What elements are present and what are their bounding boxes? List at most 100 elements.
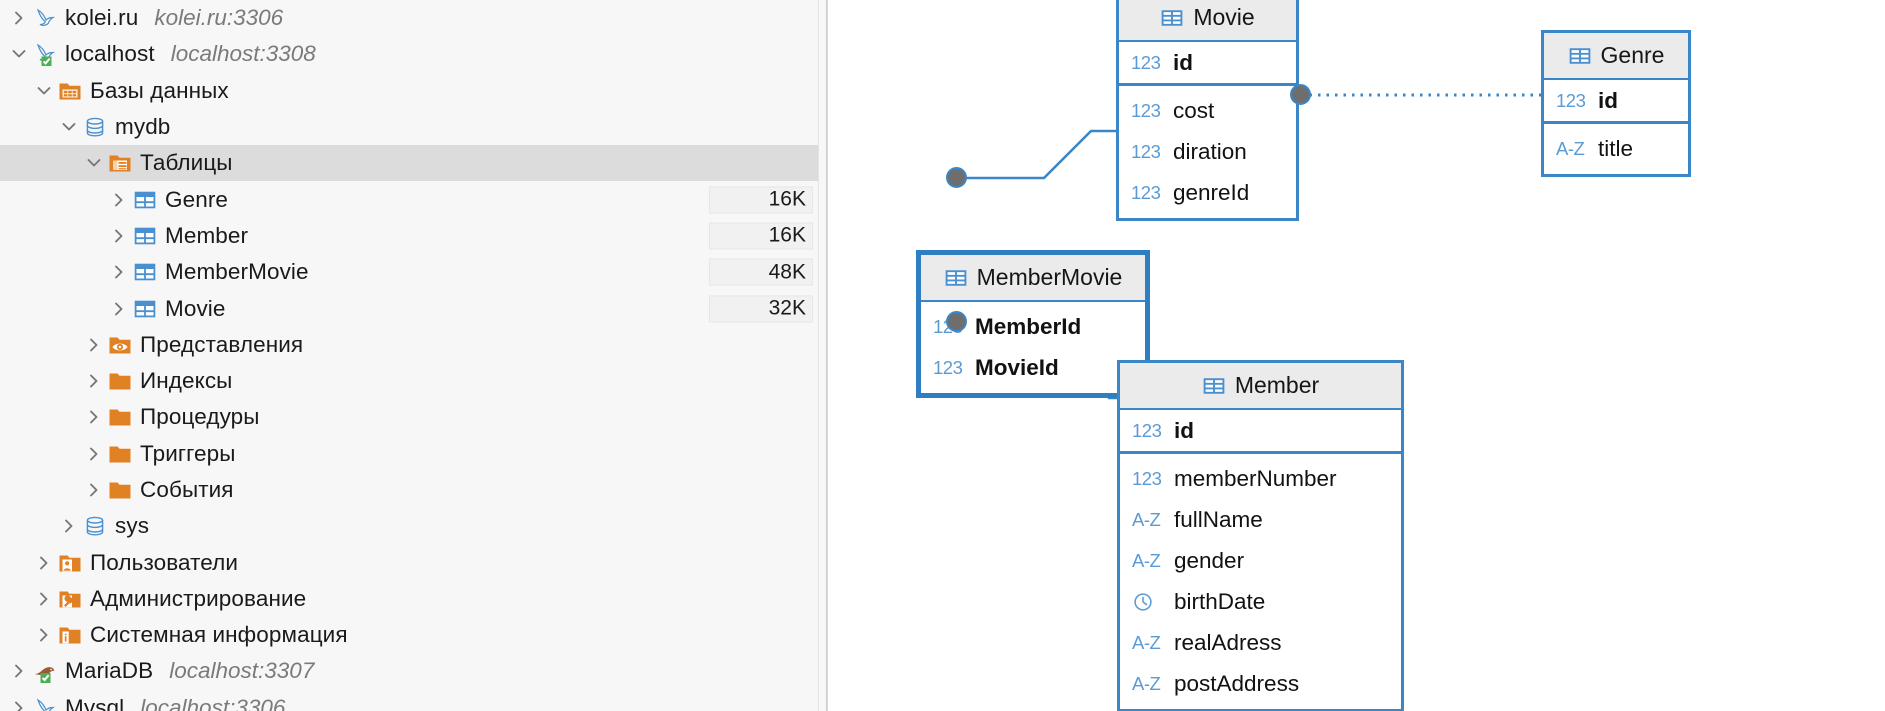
tree-item-host: localhost:3306 (140, 694, 286, 711)
er-table-header[interactable]: Movie (1119, 0, 1296, 42)
er-column-name: id (1598, 87, 1618, 113)
tree-item-администрирование[interactable]: Администрирование (0, 581, 827, 617)
er-column-name: title (1598, 135, 1634, 161)
tree-item-триггеры[interactable]: Триггеры (0, 436, 827, 472)
chevron-down-icon[interactable] (56, 109, 82, 145)
chevron-right-icon[interactable] (81, 363, 107, 399)
tree-item-label: Системная информация (90, 622, 348, 648)
text-type-icon: A-Z (1132, 672, 1161, 694)
tree-item-label: Представления (140, 331, 304, 357)
folder-icon (107, 441, 133, 467)
chevron-right-icon[interactable] (106, 254, 132, 290)
chevron-right-icon[interactable] (31, 617, 57, 653)
tree-item-представления[interactable]: Представления (0, 327, 827, 363)
relation-grip-membermovie-member[interactable] (946, 311, 967, 332)
folder-icon (107, 477, 133, 503)
text-type-icon: A-Z (1132, 549, 1161, 571)
er-column-name: birthDate (1174, 588, 1266, 614)
tree-item-label: mydb (115, 114, 171, 140)
folder-icon (107, 368, 133, 394)
chevron-right-icon[interactable] (81, 436, 107, 472)
er-column-name: realAdress (1174, 629, 1282, 655)
tree-item-события[interactable]: События (0, 472, 827, 508)
er-column-name: id (1174, 417, 1194, 443)
chevron-down-icon[interactable] (31, 73, 57, 109)
chevron-right-icon[interactable] (31, 581, 57, 617)
dolphin-ok-icon (32, 41, 58, 67)
tree-item-label: Базы данных (90, 77, 229, 103)
er-table-title: MemberMovie (976, 264, 1123, 290)
relation-grip-movie-genre[interactable] (1290, 84, 1311, 105)
chevron-right-icon[interactable] (81, 472, 107, 508)
chevron-right-icon[interactable] (6, 653, 32, 689)
tree-item-пользователи[interactable]: Пользователи (0, 544, 827, 580)
er-column[interactable]: A-Z fullName (1120, 499, 1401, 540)
chevron-right-icon[interactable] (6, 690, 32, 711)
er-table-header[interactable]: Genre (1544, 33, 1688, 80)
tree-item-таблицы[interactable]: Таблицы (0, 145, 827, 182)
text-type-icon: A-Z (1132, 508, 1161, 530)
chevron-right-icon[interactable] (106, 182, 132, 218)
clock-icon (1132, 591, 1165, 613)
er-column-name: fullName (1174, 506, 1263, 532)
er-column-name: postAddress (1174, 670, 1300, 696)
er-column[interactable]: A-Z title (1544, 128, 1688, 169)
tree-item-sys[interactable]: sys (0, 508, 827, 544)
dolphin-icon (32, 695, 58, 711)
table-size-badge: 32K (709, 295, 813, 323)
tree-item-mydb[interactable]: mydb (0, 109, 827, 145)
chevron-down-icon[interactable] (81, 145, 107, 181)
er-column[interactable]: A-Z postAddress (1120, 663, 1401, 704)
er-table-header[interactable]: MemberMovie (921, 255, 1145, 302)
er-table-header[interactable]: Member (1120, 363, 1401, 410)
folder-icon (107, 404, 133, 430)
chevron-right-icon[interactable] (106, 218, 132, 254)
chevron-right-icon[interactable] (56, 508, 82, 544)
views-folder-icon (107, 332, 133, 358)
text-type-icon: A-Z (1556, 137, 1585, 159)
chevron-right-icon[interactable] (31, 545, 57, 581)
er-column[interactable]: 123 id (1544, 80, 1688, 121)
table-icon (132, 187, 158, 213)
chevron-right-icon[interactable] (81, 399, 107, 435)
tree-item-базы-данных[interactable]: Базы данных (0, 73, 827, 109)
chevron-down-icon[interactable] (6, 36, 32, 72)
numeric-type-icon: 123 (1556, 89, 1586, 111)
tree-item-label: Администрирование (90, 585, 307, 611)
tree-item-label: kolei.ru (65, 5, 139, 31)
tree-item-системная-информация[interactable]: Системная информация (0, 617, 827, 653)
chevron-right-icon[interactable] (6, 0, 32, 36)
er-column[interactable]: birthDate (1120, 581, 1401, 622)
numeric-type-icon: 123 (1131, 99, 1161, 121)
chevron-right-icon[interactable] (106, 291, 132, 327)
chevron-right-icon[interactable] (81, 327, 107, 363)
tree-item-индексы[interactable]: Индексы (0, 363, 827, 399)
relation-grip-membermovie-movie[interactable] (946, 167, 967, 188)
tree-item-label: sys (115, 513, 150, 539)
tree-item-процедуры[interactable]: Процедуры (0, 399, 827, 435)
